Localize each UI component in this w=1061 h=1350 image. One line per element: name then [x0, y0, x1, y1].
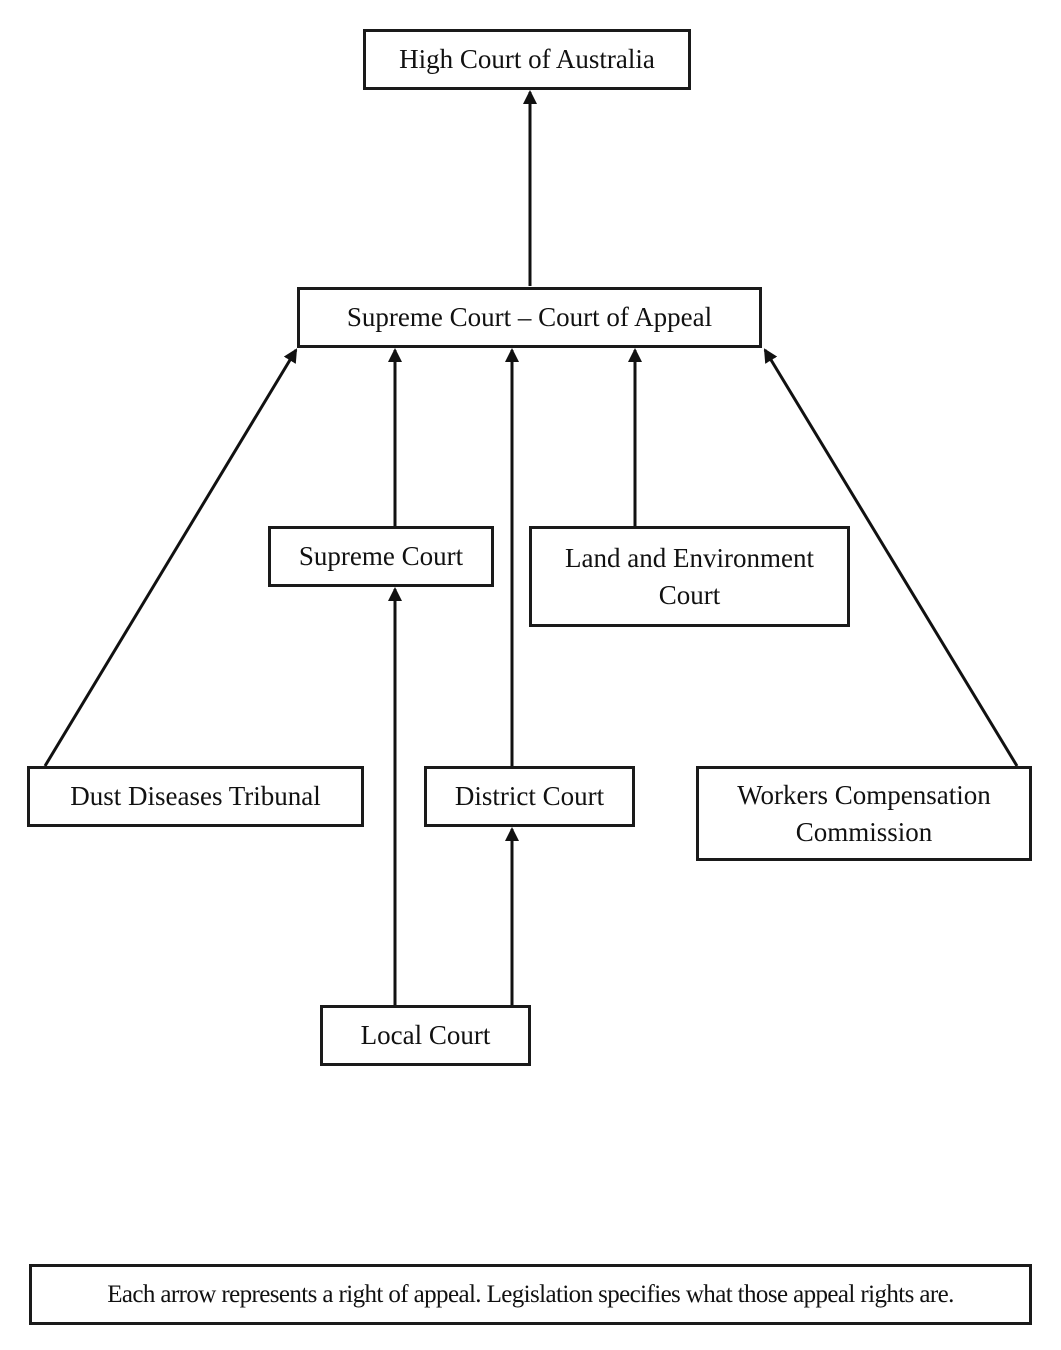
node-label: High Court of Australia	[399, 44, 655, 74]
node-label: Supreme Court	[298, 541, 464, 571]
node-label: Local Court	[360, 1020, 491, 1050]
node-high-court: High Court of Australia	[363, 29, 691, 90]
node-court-of-appeal: Supreme Court – Court of Appeal	[297, 287, 762, 348]
node-label: Land and Environment Court	[565, 542, 814, 610]
node-land-environment: Land and Environment Court	[529, 526, 850, 627]
node-label: Supreme Court – Court of Appeal	[346, 302, 713, 332]
node-label: Workers Compensation Commission	[737, 779, 991, 847]
arrow-dust-diseases-to-court-of-appeal	[43, 348, 298, 767]
arrow-workers-comp-to-court-of-appeal	[763, 348, 1019, 767]
legend-note-text: Each arrow represents a right of appeal.…	[107, 1280, 954, 1308]
node-label: District Court	[454, 781, 605, 811]
node-workers-comp: Workers Compensation Commission	[696, 766, 1032, 861]
node-label: Dust Diseases Tribunal	[70, 781, 321, 811]
node-local-court: Local Court	[320, 1005, 531, 1066]
legend-note: Each arrow represents a right of appeal.…	[29, 1264, 1032, 1325]
node-district-court: District Court	[424, 766, 635, 827]
node-supreme-court: Supreme Court	[268, 526, 494, 587]
node-dust-diseases: Dust Diseases Tribunal	[27, 766, 364, 827]
